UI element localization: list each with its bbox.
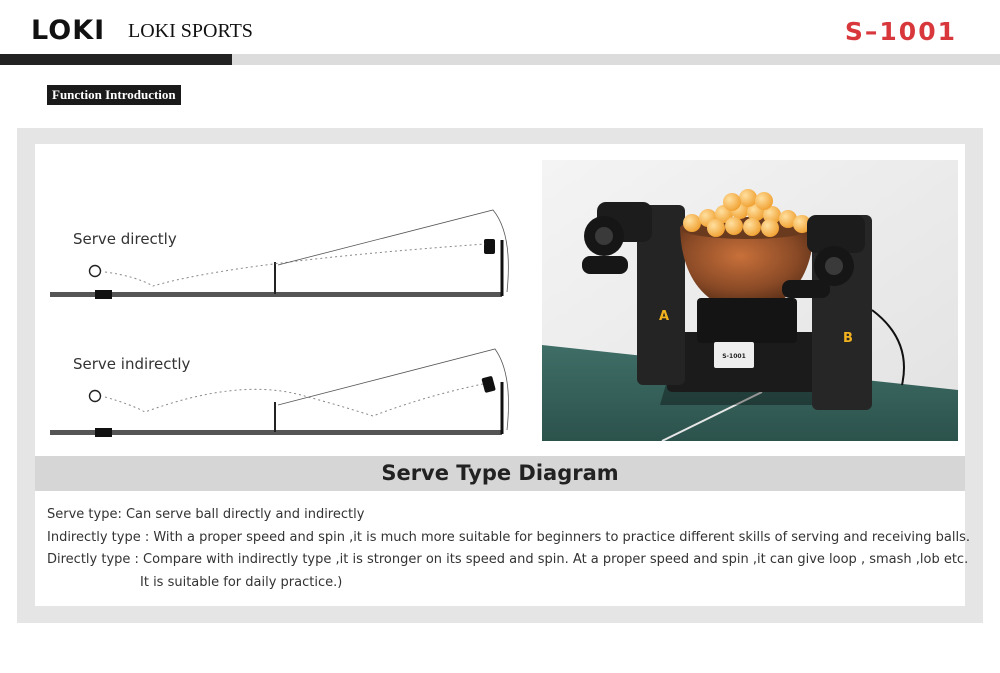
ball-bowl	[680, 228, 814, 308]
description-line: It is suitable for daily practice.)	[140, 574, 343, 590]
header-divider-bar	[232, 54, 1000, 65]
table-surface	[50, 292, 502, 297]
ball-trajectory	[104, 243, 486, 287]
ball	[725, 217, 743, 235]
robot-base-icon	[95, 290, 112, 299]
robot-cable	[871, 309, 905, 386]
ball	[743, 218, 761, 236]
table-center-line	[661, 391, 763, 441]
arm-label-a: A	[659, 309, 669, 324]
serve-indirect-diagram: Serve indirectly	[50, 348, 509, 437]
serve-indirect-label: Serve indirectly	[73, 355, 191, 373]
brand-name: LOKI SPORTS	[128, 20, 253, 42]
robot-head-icon	[484, 239, 495, 254]
ball	[755, 192, 773, 210]
right-head-nozzle	[825, 257, 843, 275]
feature-description: Serve type: Can serve ball directly and …	[47, 504, 971, 594]
ball	[739, 189, 757, 207]
robot-hopper	[697, 298, 797, 343]
ball-trajectory	[104, 383, 484, 417]
page-header: LOKI LOKI SPORTS S–1001	[0, 0, 1000, 66]
arm-label-b: B	[843, 331, 853, 346]
robot-base-icon	[95, 428, 112, 437]
section-label: Function Introduction	[47, 85, 181, 105]
description-line: Indirectly type : With a proper speed an…	[47, 529, 971, 545]
right-serve-head	[807, 215, 865, 253]
robot-head-icon	[481, 376, 496, 393]
right-head-mount	[782, 280, 830, 298]
serve-direct-label: Serve directly	[73, 230, 177, 248]
description-line: Serve type: Can serve ball directly and …	[47, 507, 365, 522]
content-card: Serve directly Serve indirectly	[35, 144, 971, 606]
left-head-mount	[582, 256, 628, 274]
ball-icon	[88, 389, 102, 403]
content-panel: Serve directly Serve indirectly	[17, 128, 983, 623]
ball-pile	[683, 189, 811, 237]
ball	[683, 214, 701, 232]
diagram-caption: Serve Type Diagram	[35, 456, 965, 491]
left-head-nozzle	[595, 227, 613, 245]
robot-label-text: S-1001	[722, 353, 746, 360]
ball-robot: S-1001 A B	[582, 189, 905, 410]
model-number: S–1001	[844, 17, 957, 46]
header-accent-bar	[0, 54, 232, 65]
serve-range-outline	[277, 209, 509, 293]
ball	[779, 210, 797, 228]
ball	[761, 219, 779, 237]
loki-logo: LOKI	[31, 15, 106, 46]
table-surface	[50, 430, 502, 435]
ball	[707, 219, 725, 237]
ball-icon	[88, 264, 102, 278]
serve-type-diagram: Serve directly Serve indirectly	[50, 209, 509, 437]
serve-range-outline	[277, 348, 509, 431]
ball	[723, 193, 741, 211]
serve-direct-diagram: Serve directly	[50, 209, 509, 299]
description-line: Directly type : Compare with indirectly …	[47, 552, 969, 567]
robot-label-plate	[714, 342, 754, 368]
product-photo: S-1001 A B	[542, 160, 958, 441]
ball	[793, 215, 811, 233]
robot-left-arm	[637, 205, 685, 385]
